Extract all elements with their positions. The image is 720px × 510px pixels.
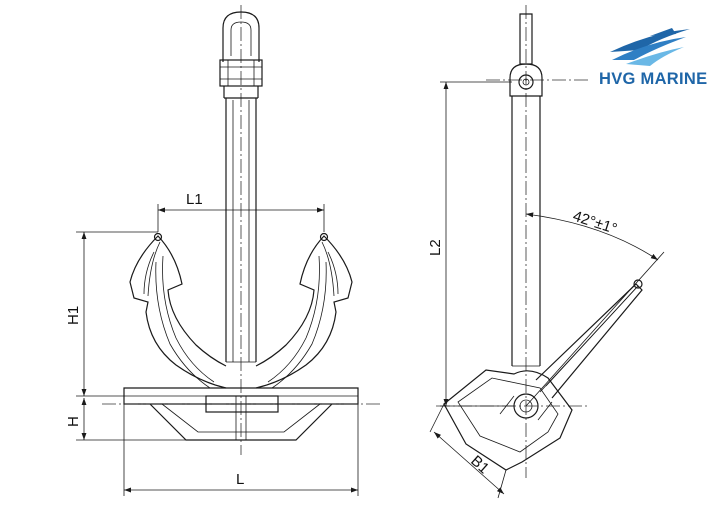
side-fluke-arm (535, 279, 643, 399)
ship-icon (610, 28, 690, 66)
front-left-fluke (129, 232, 227, 389)
side-crown (443, 369, 573, 471)
dimension-l: L (123, 404, 359, 496)
dimension-h1: H1 (65, 231, 158, 397)
dimension-h: H (65, 398, 186, 441)
label-b1: B1 (467, 452, 492, 477)
label-angle: 42°±1° (571, 208, 619, 238)
front-right-fluke (255, 232, 353, 389)
label-h1: H1 (65, 306, 82, 325)
dimension-l2: L2 (427, 81, 514, 407)
label-l1: L1 (186, 191, 203, 208)
label-l2: L2 (427, 239, 444, 256)
side-top-lug (509, 13, 543, 97)
brand-name: HVG MARINE (599, 70, 707, 88)
dimension-angle: 42°±1° (525, 208, 665, 407)
brand-logo: HVG MARINE (599, 28, 707, 88)
dimension-l1: L1 (157, 191, 325, 232)
label-h: H (65, 416, 82, 427)
label-l: L (236, 471, 244, 488)
front-shackle (219, 11, 263, 99)
front-shank (225, 98, 257, 363)
front-view: L1 H1 H L (65, 5, 380, 496)
